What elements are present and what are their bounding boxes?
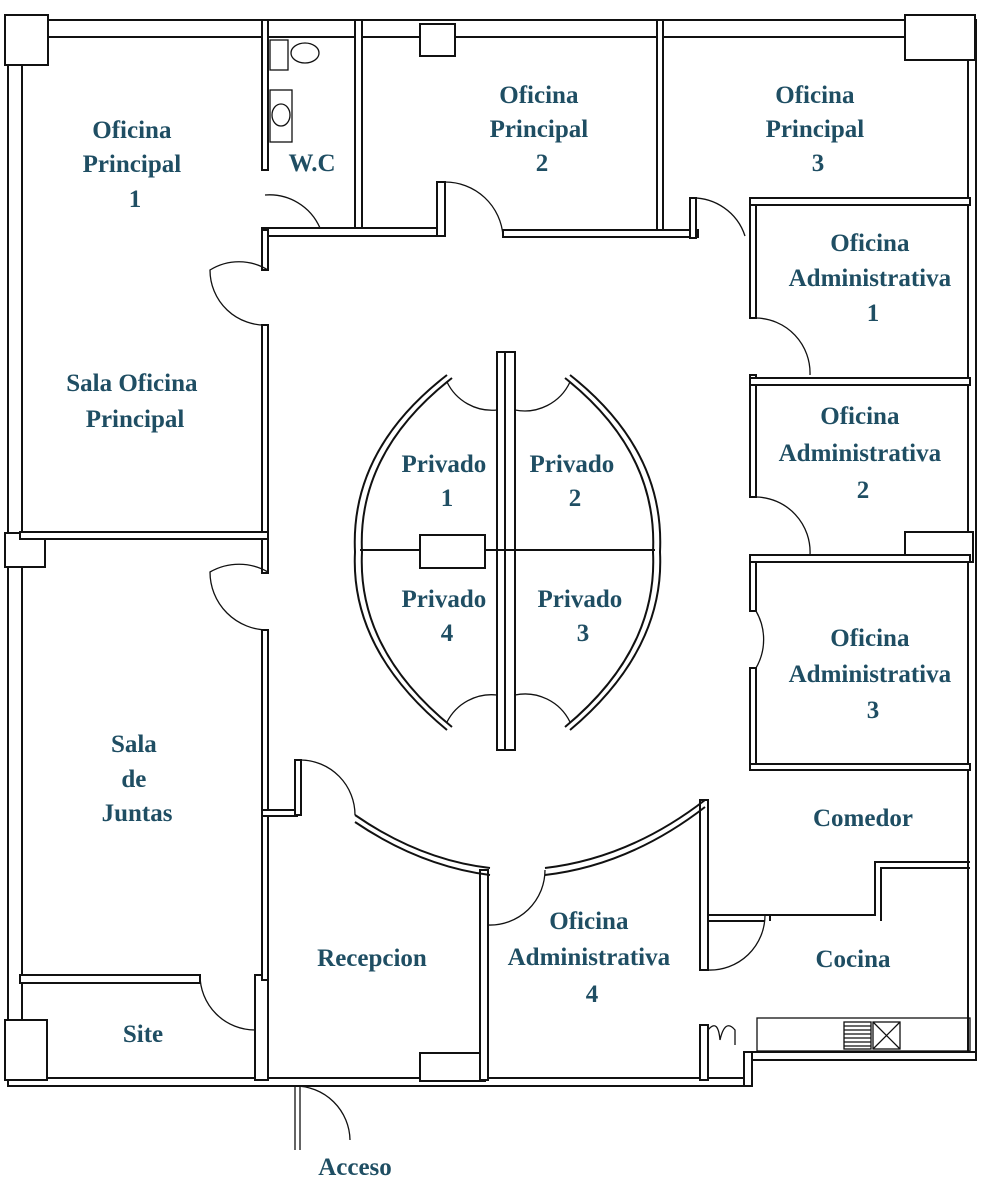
label-oficina-administrativa-2: Oficina Administrativa 2 (779, 403, 948, 504)
reception-curved-wall (354, 799, 706, 876)
door-swings (199, 169, 811, 1150)
outer-walls (4, 14, 977, 1087)
label-privado-4: Privado 4 (402, 586, 493, 647)
toilet-icon (290, 42, 320, 64)
kitchen-counter (756, 1017, 971, 1052)
label-site: Site (123, 1021, 163, 1048)
column-top-left (4, 14, 49, 66)
label-oficina-administrativa-4: Oficina Administrativa 4 (508, 908, 677, 1008)
column-bottom (419, 1052, 486, 1082)
label-oficina-principal-2: Oficina Principal 2 (490, 82, 595, 177)
room-labels: Oficina Principal 1 W.C Oficina Principa… (66, 82, 958, 1181)
interior-walls (19, 19, 971, 1081)
column-top (419, 23, 456, 57)
sink-icon (271, 103, 291, 127)
label-sala-de-juntas: Sala de Juntas (102, 731, 173, 827)
label-privado-2: Privado 2 (530, 451, 621, 512)
label-cocina: Cocina (816, 946, 892, 973)
kitchen-sink-icon (872, 1021, 901, 1050)
label-oficina-administrativa-1: Oficina Administrativa 1 (789, 230, 958, 327)
label-wc: W.C (288, 150, 335, 177)
label-privado-1: Privado 1 (402, 451, 493, 512)
sink-counter-icon (269, 89, 293, 143)
label-oficina-administrativa-3: Oficina Administrativa 3 (789, 625, 958, 724)
label-recepcion: Recepcion (317, 945, 427, 972)
label-sala-oficina-principal: Sala Oficina Principal (66, 370, 204, 433)
private-offices-pod (353, 351, 662, 751)
label-oficina-principal-3: Oficina Principal 3 (766, 82, 871, 177)
column-bottom-left (4, 1019, 48, 1081)
label-acceso: Acceso (318, 1154, 392, 1181)
stove-icon (843, 1021, 872, 1050)
label-privado-3: Privado 3 (538, 586, 629, 647)
label-oficina-principal-1: Oficina Principal 1 (83, 117, 188, 213)
fixtures (269, 39, 971, 1052)
label-comedor: Comedor (813, 805, 913, 832)
toilet-tank-icon (269, 39, 289, 71)
column-top-right (904, 14, 976, 61)
